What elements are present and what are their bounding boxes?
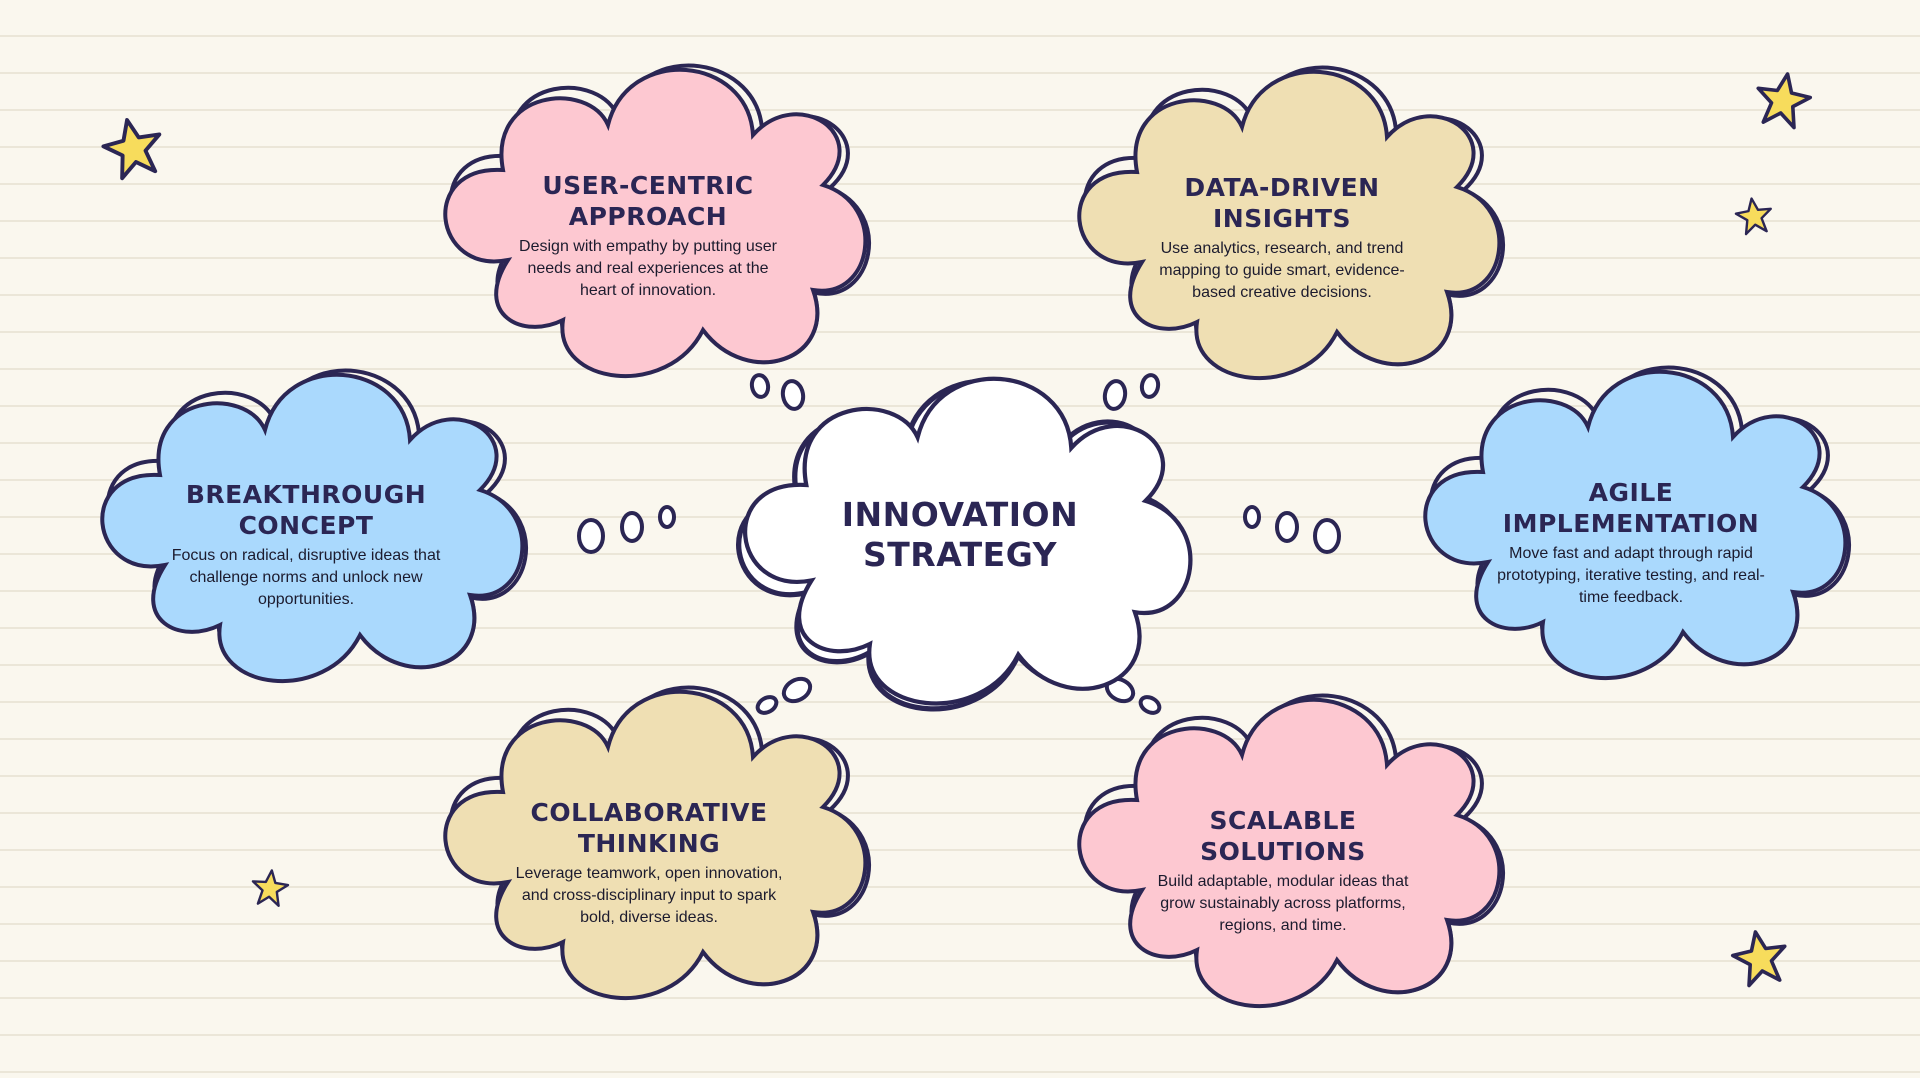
star-icon [1727,925,1793,990]
cloud-user-centric-text: USER-CENTRIC APPROACH Design with empath… [513,170,783,302]
cloud-agile-text: AGILE IMPLEMENTATION Move fast and adapt… [1493,477,1769,609]
cloud-collaborative-text: COLLABORATIVE THINKING Leverage teamwork… [513,797,785,929]
cloud-description: Move fast and adapt through rapid protot… [1497,545,1765,606]
cloud-description: Focus on radical, disruptive ideas that … [171,547,441,608]
star-icon [1732,194,1775,237]
cloud-title: AGILE IMPLEMENTATION [1502,478,1760,538]
cloud-title: USER-CENTRIC APPROACH [542,171,754,231]
cloud-breakthrough-text: BREAKTHROUGH CONCEPT Focus on radical, d… [170,479,442,611]
thought-bubbles [577,373,1341,715]
cloud-title: DATA-DRIVEN INSIGHTS [1184,173,1380,233]
cloud-data-driven-text: DATA-DRIVEN INSIGHTS Use analytics, rese… [1146,172,1418,304]
thought-bubble-icon [1104,676,1162,715]
star-icon [1750,67,1816,132]
cloud-description: Use analytics, research, and trend mappi… [1159,240,1405,301]
cloud-description: Build adaptable, modular ideas that grow… [1157,873,1409,934]
cloud-title: BREAKTHROUGH CONCEPT [185,480,427,540]
cloud-description: Leverage teamwork, open innovation, and … [515,865,783,926]
thought-bubble-icon [577,505,676,554]
cloud-scalable-text: SCALABLE SOLUTIONS Build adaptable, modu… [1148,805,1418,937]
star-icon [97,112,169,183]
star-icon [249,867,291,908]
thought-bubble-icon [755,676,813,715]
cloud-description: Design with empathy by putting user need… [519,238,777,299]
thought-bubble-icon [749,373,806,411]
thought-bubble-icon [1102,373,1161,411]
center-title: INNOVATION STRATEGY [841,495,1079,574]
cloud-title: COLLABORATIVE THINKING [530,798,768,858]
thought-bubble-icon [1243,505,1341,554]
cloud-title: SCALABLE SOLUTIONS [1200,806,1366,866]
